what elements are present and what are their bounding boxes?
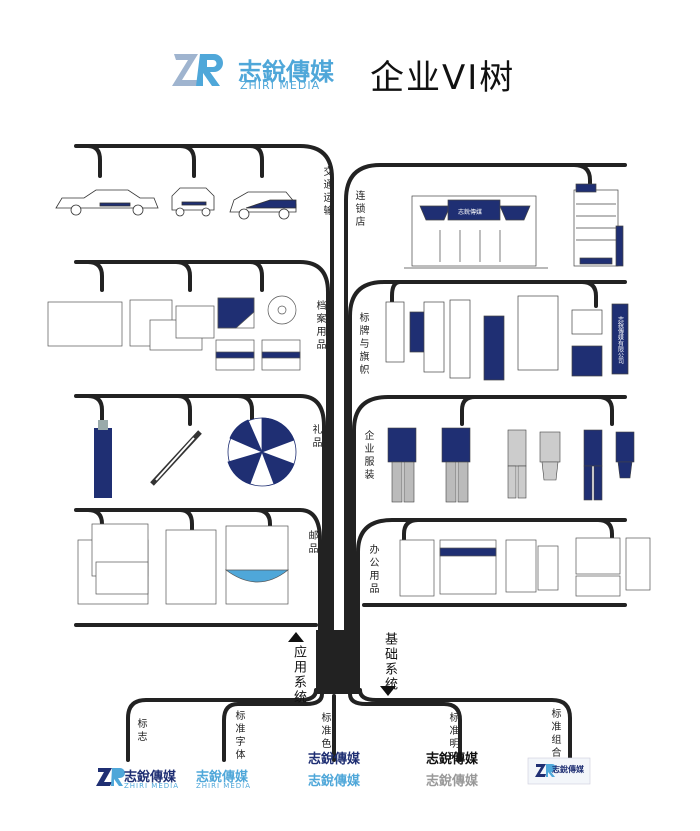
root-logo-cn: 志銳傳媒 — [124, 770, 177, 785]
branch-label-uniform: 企业服装 — [362, 430, 373, 482]
branch-label-mail: 邮品 — [306, 530, 317, 556]
root-label-shade: 标准明暗 — [447, 712, 458, 764]
umbrella-icon — [227, 417, 297, 487]
car-sedan-icon — [55, 189, 159, 216]
root-label-color: 标准色 — [319, 712, 330, 751]
header-logo-cn: 志銳傳媒 — [238, 58, 334, 86]
office-building-icon — [573, 183, 624, 267]
arrow-down-icon — [380, 686, 396, 696]
page-title: 企业VI树 — [370, 58, 516, 98]
header-logo-en: ZHIRI MEDIA — [240, 79, 321, 92]
arrow-up-icon — [288, 632, 304, 642]
signage-icons — [385, 295, 629, 381]
storefront-icon — [404, 195, 548, 269]
root-color-cn-dark: 志銳傳媒 — [308, 752, 361, 767]
root-combo-logo — [527, 757, 591, 785]
office-supply-icons — [399, 537, 651, 597]
mail-icons — [77, 523, 289, 605]
root-logo-mark-icon — [96, 768, 125, 786]
branch-label-chain-store: 连锁店 — [353, 190, 364, 229]
root-label-combo: 标准组合 — [549, 708, 560, 760]
root-color-cn-light: 志銳傳媒 — [308, 774, 361, 789]
root-shade-cn-dark: 志銳傳媒 — [426, 752, 479, 767]
stationery-icons — [47, 295, 301, 371]
pen-icon — [150, 430, 202, 486]
flag-text: 志銳傳媒有限公司 — [617, 315, 624, 364]
car-van-icon — [229, 191, 297, 220]
root-logo-en: ZHIRI MEDIA — [124, 782, 179, 790]
root-font-cn: 志銳傳媒 — [196, 770, 249, 785]
lighter-icon — [94, 420, 112, 498]
uniform-icons — [387, 427, 635, 503]
root-shade-cn-light: 志銳傳媒 — [426, 774, 479, 789]
store-sign-text: 志銳傳媒 — [458, 208, 482, 216]
trunk-base — [316, 630, 360, 694]
system-label-basic: 基础系统 — [382, 632, 397, 692]
system-label-application: 应用系统 — [291, 645, 306, 705]
zr-logo-icon — [172, 54, 223, 86]
branch-label-transport: 交通运输 — [321, 166, 332, 218]
branch-label-office: 办公用品 — [367, 544, 378, 596]
root-font-en: ZHIRI MEDIA — [196, 782, 251, 790]
branch-label-gifts: 礼品 — [310, 424, 321, 450]
root-label-font: 标准字体 — [233, 710, 244, 762]
trunk — [74, 144, 627, 762]
branch-label-files: 档案用品 — [314, 300, 325, 352]
root-label-logo: 标志 — [135, 718, 146, 744]
root-combo-cn: 志銳傳媒 — [552, 765, 584, 774]
branch-label-signage: 标牌与旗帜 — [357, 312, 368, 377]
car-hatch-icon — [171, 187, 215, 217]
